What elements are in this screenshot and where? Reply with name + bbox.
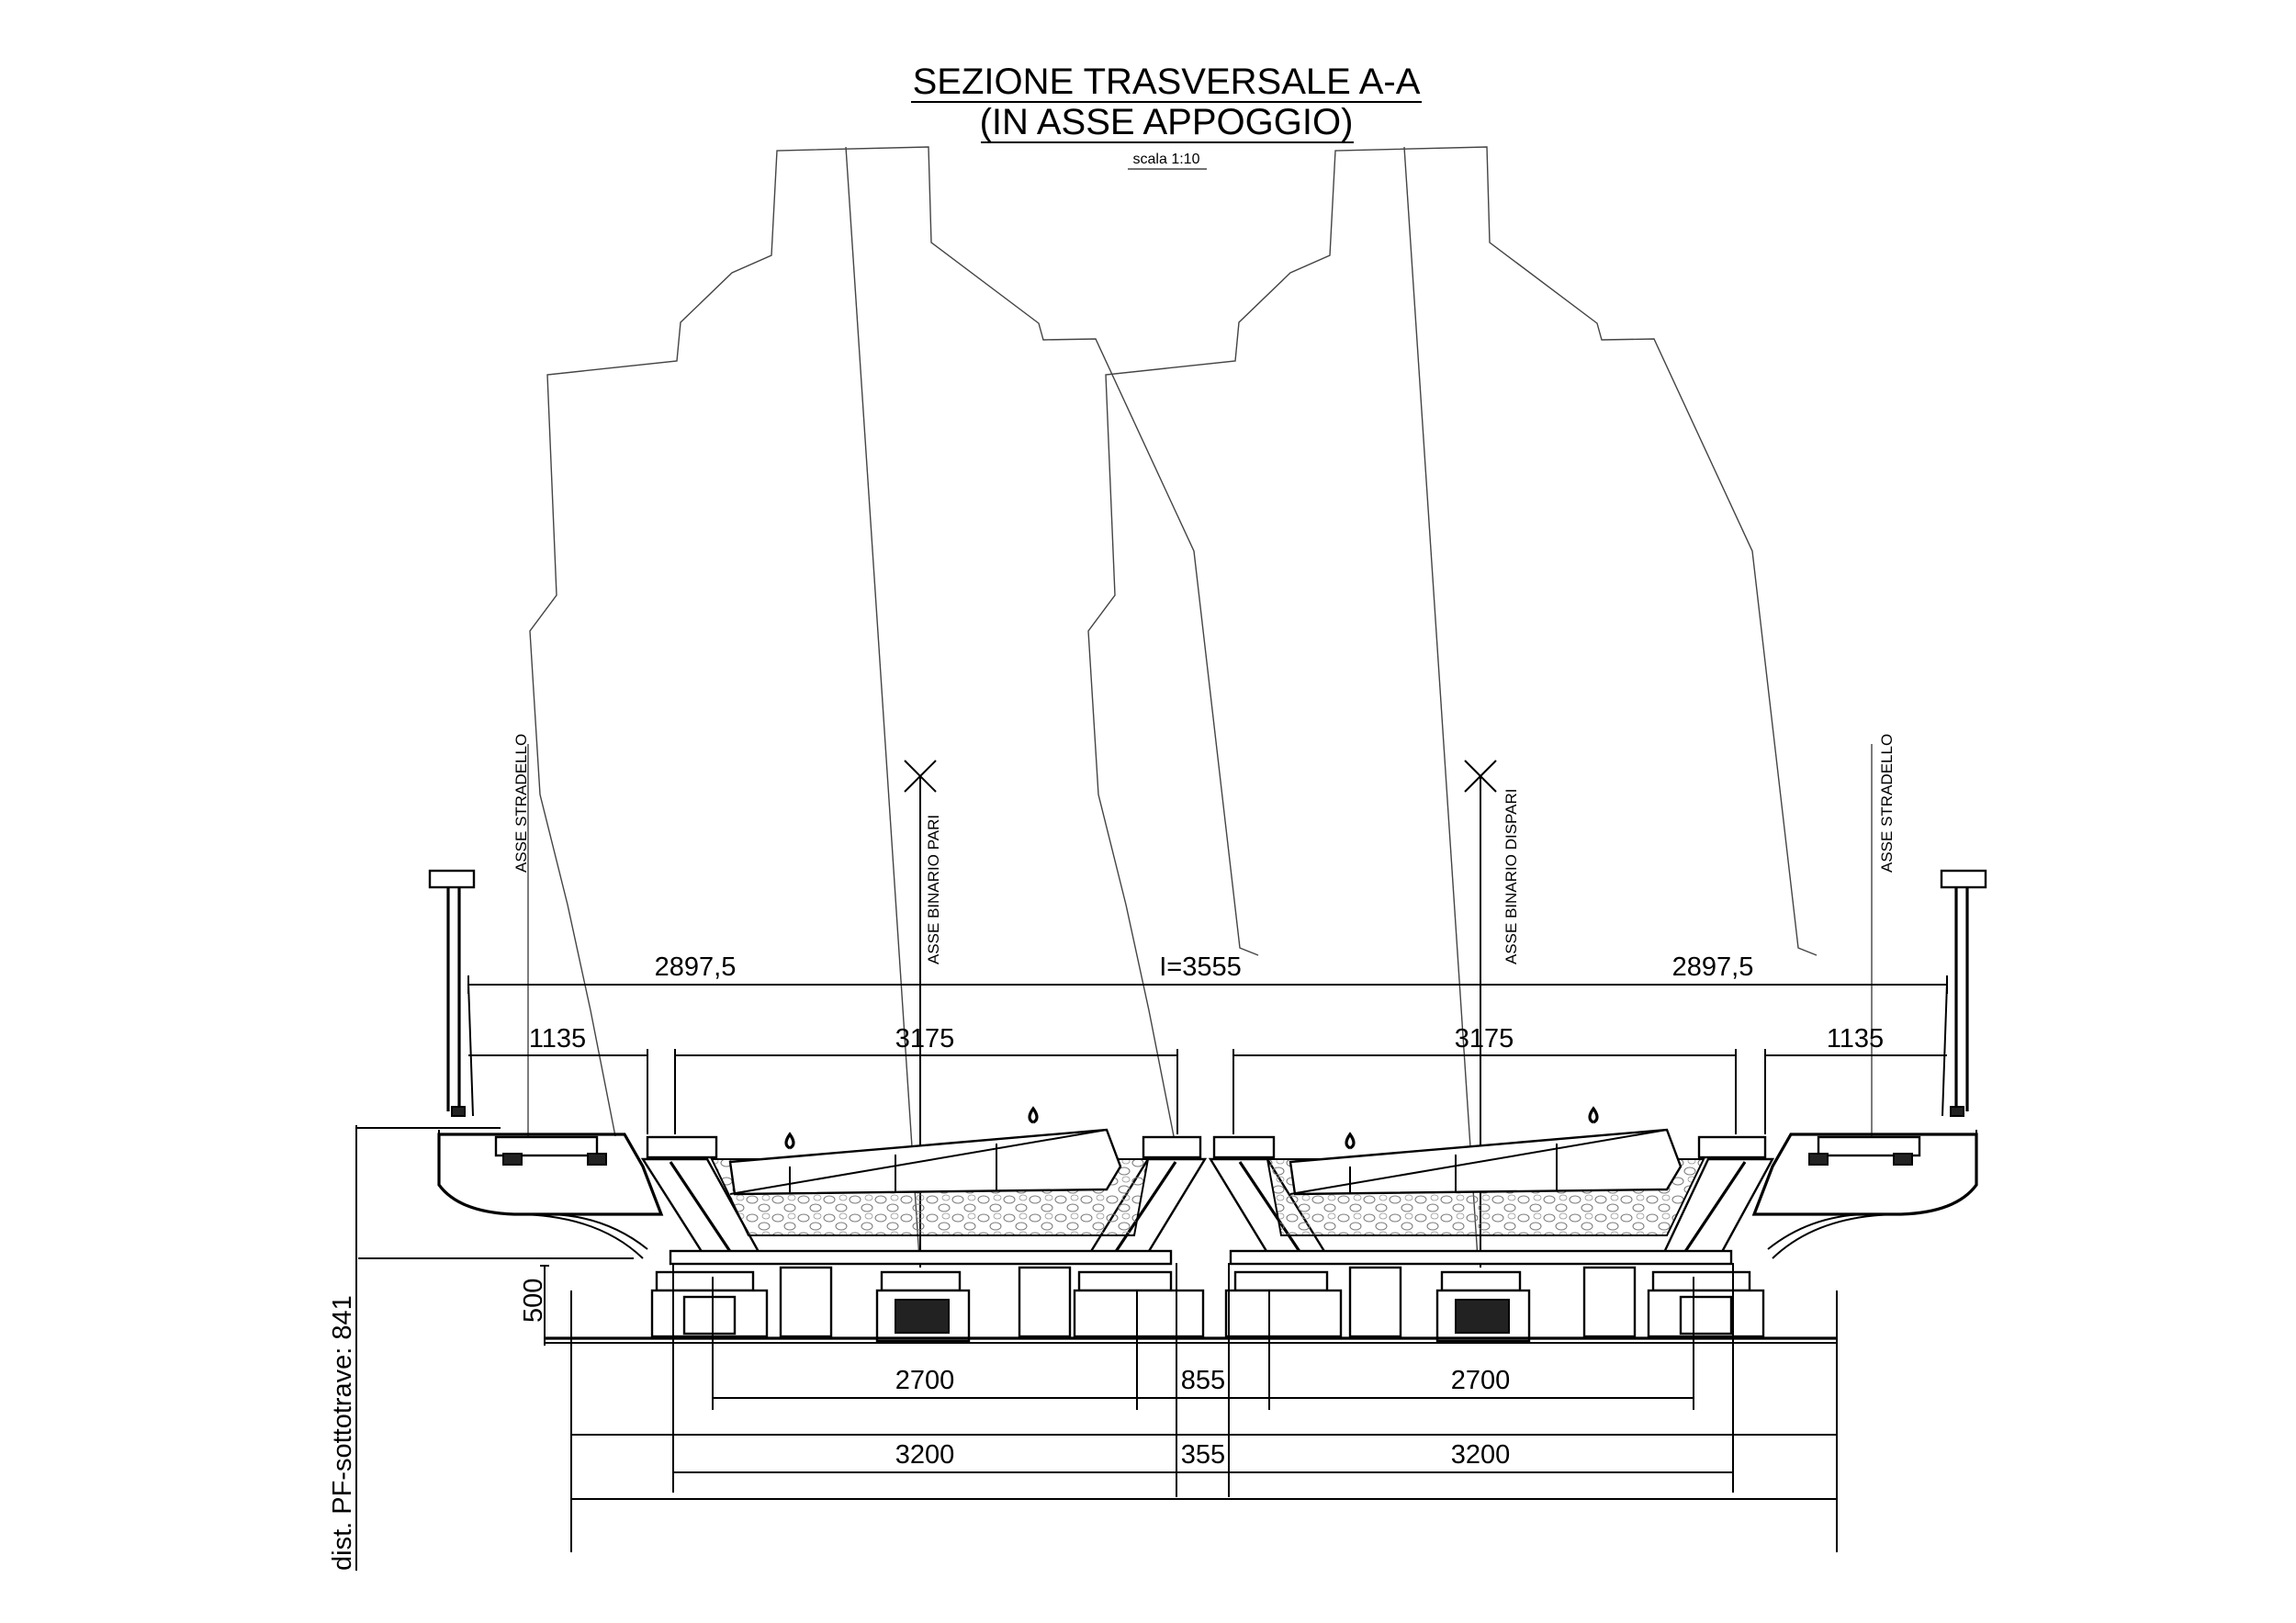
dim-bottom-2700-left: 2700	[895, 1366, 955, 1395]
railing-right	[1940, 869, 1987, 1185]
title-line-2: (IN ASSE APPOGGIO)	[980, 102, 1354, 142]
clearance-gauge-left	[529, 146, 1259, 1259]
dist-pf-sottotrave-label: dist. PF-sottotrave: 841	[328, 1295, 357, 1571]
dim-bottom-855: 855	[1181, 1366, 1225, 1395]
dim-sub-left-3175: 3175	[895, 1024, 955, 1054]
label-asse-stradello-right: ASSE STRADELLO	[1878, 734, 1896, 873]
dimension-chain-bottom: 2700 855 2700 3200 355 3200	[570, 1263, 1838, 1552]
dimension-chain-top: 2897,5 I=3555 2897,5	[467, 952, 1948, 994]
railing-left	[428, 869, 476, 1185]
bearings	[544, 1266, 1837, 1343]
dimension-chain-sub: 1135 3175 3175 1135	[468, 1024, 1947, 1134]
dim-sub-right-1135: 1135	[1827, 1024, 1884, 1054]
title-line-1: SEZIONE TRASVERSALE A-A	[913, 62, 1421, 102]
title-block: SEZIONE TRASVERSALE A-A (IN ASSE APPOGGI…	[911, 62, 1422, 170]
dim-bottom-3200-right: 3200	[1451, 1440, 1511, 1470]
dim-bottom-3200-left: 3200	[895, 1440, 955, 1470]
deck-left	[437, 1106, 1208, 1266]
deck-right	[1208, 1106, 1978, 1266]
label-asse-stradello-left: ASSE STRADELLO	[512, 734, 530, 873]
dim-sub-right-3175: 3175	[1455, 1024, 1514, 1054]
dim-500: 500	[519, 1279, 548, 1323]
scale-label: scala 1:10	[1133, 152, 1200, 167]
label-asse-binario-dispari: ASSE BINARIO DISPARI	[1503, 789, 1520, 964]
dim-bottom-2700-right: 2700	[1451, 1366, 1511, 1395]
vertical-dimensions: dist. PF-sottotrave: 841 500	[328, 1125, 1837, 1571]
clearance-gauge-right	[1087, 146, 1818, 1259]
dim-top-right: 2897,5	[1672, 952, 1754, 982]
label-asse-binario-pari: ASSE BINARIO PARI	[925, 815, 942, 964]
dim-bottom-355: 355	[1181, 1440, 1225, 1470]
dim-top-left: 2897,5	[655, 952, 737, 982]
dim-top-center: I=3555	[1159, 952, 1242, 982]
axis-stradello-left: ASSE STRADELLO	[512, 734, 530, 1141]
dim-sub-left-1135: 1135	[529, 1024, 586, 1054]
axis-stradello-right: ASSE STRADELLO	[1871, 734, 1896, 1141]
